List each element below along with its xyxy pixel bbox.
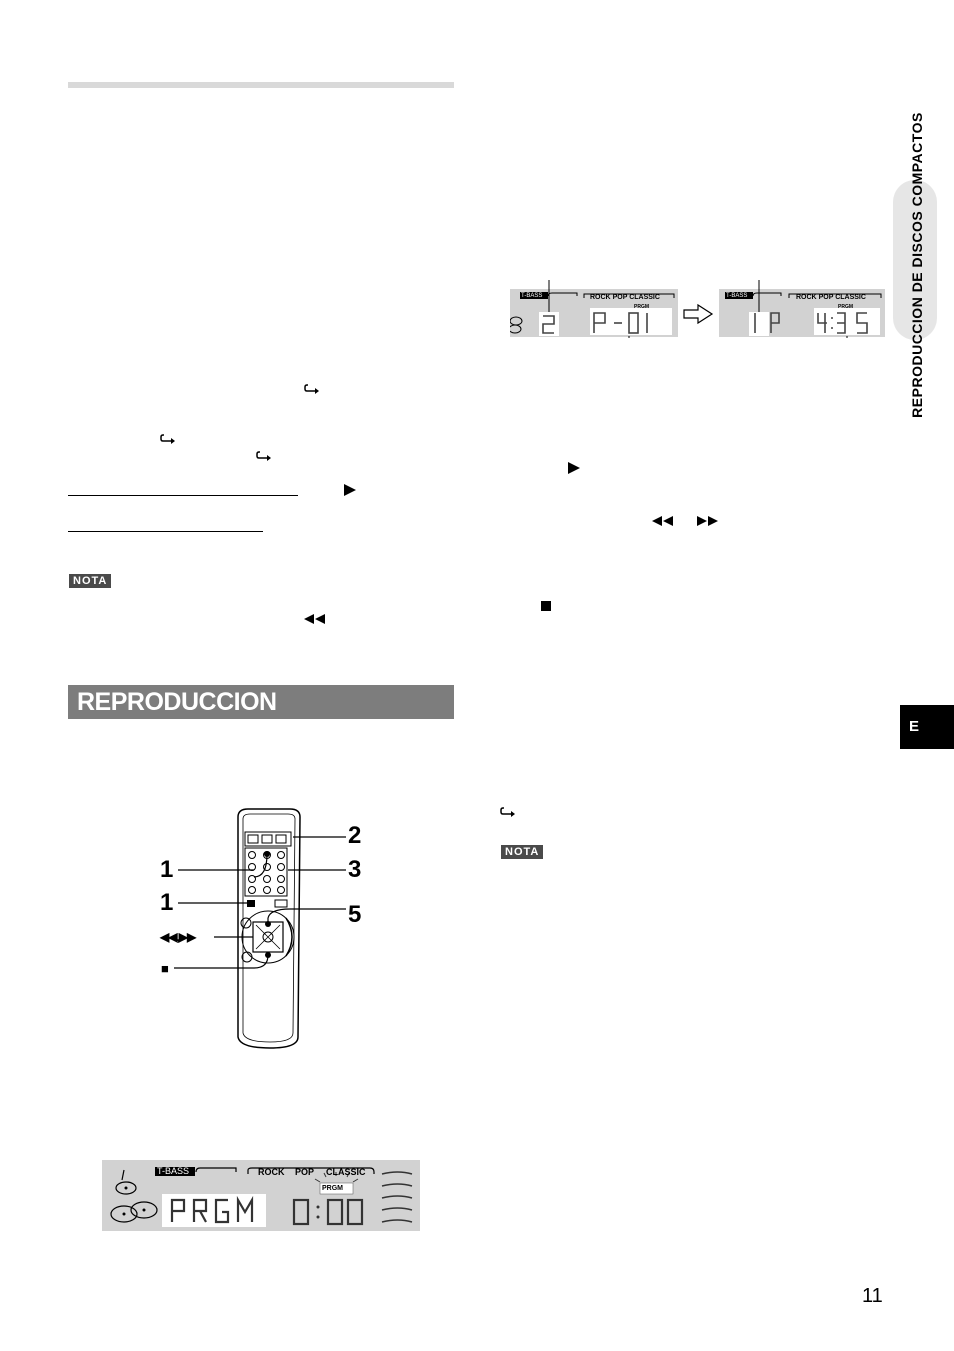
- callout-1b: 1: [160, 889, 174, 916]
- rewind-icon: [304, 614, 325, 624]
- remote-control-illustration: [174, 808, 346, 1049]
- rewind-icon: [652, 516, 673, 526]
- play-icon: [344, 484, 356, 496]
- play-icon: [568, 462, 580, 474]
- page-number: 11: [862, 1285, 883, 1307]
- tbass-label-step1: T-BASS: [521, 293, 543, 299]
- underline: [68, 495, 298, 496]
- top-rule: [68, 82, 454, 88]
- lcd-display-prgm: [102, 1160, 420, 1231]
- repeat-icon: [304, 384, 319, 394]
- modes-step2: ROCK POP CLASSIC: [796, 294, 866, 301]
- callout-2: 2: [348, 822, 362, 849]
- repeat-icon: [160, 434, 175, 444]
- arrow-right-icon: [683, 303, 714, 325]
- language-tab: E: [900, 705, 954, 749]
- stop-label: ■: [161, 961, 169, 976]
- skip-label: ◀◀,▶▶: [160, 930, 196, 944]
- modes-step1: ROCK POP CLASSIC: [590, 294, 660, 301]
- lcd-display-step2: [719, 280, 885, 338]
- callout-5: 5: [348, 901, 362, 928]
- tbass-label: T-BASS: [157, 1166, 190, 1176]
- prgm-badge-step1: PRGM: [634, 304, 649, 310]
- side-title: REPRODUCCION DE DISCOS COMPACTOS: [909, 112, 925, 418]
- repeat-icon: [500, 807, 515, 817]
- side-title-background: [893, 180, 937, 340]
- underline: [68, 531, 263, 532]
- nota-badge-2: NOTA: [501, 845, 544, 859]
- stop-icon: [541, 601, 551, 611]
- lcd-display-step1: [510, 280, 678, 338]
- callout-3: 3: [348, 856, 362, 883]
- section-heading: REPRODUCCION PROGRAMADA: [68, 685, 454, 750]
- repeat-icon: [256, 451, 271, 461]
- prgm-badge-step2: PRGM: [838, 304, 853, 310]
- fast-forward-icon: [697, 516, 718, 526]
- nota-badge: NOTA: [69, 574, 112, 588]
- prgm-badge: PRGM: [322, 1185, 343, 1192]
- tbass-label-step2: T-BASS: [726, 293, 748, 299]
- callout-1a: 1: [160, 856, 174, 883]
- mode-classic: CLASSIC: [326, 1167, 366, 1177]
- mode-pop: POP: [295, 1167, 315, 1177]
- mode-rock: ROCK: [258, 1167, 285, 1177]
